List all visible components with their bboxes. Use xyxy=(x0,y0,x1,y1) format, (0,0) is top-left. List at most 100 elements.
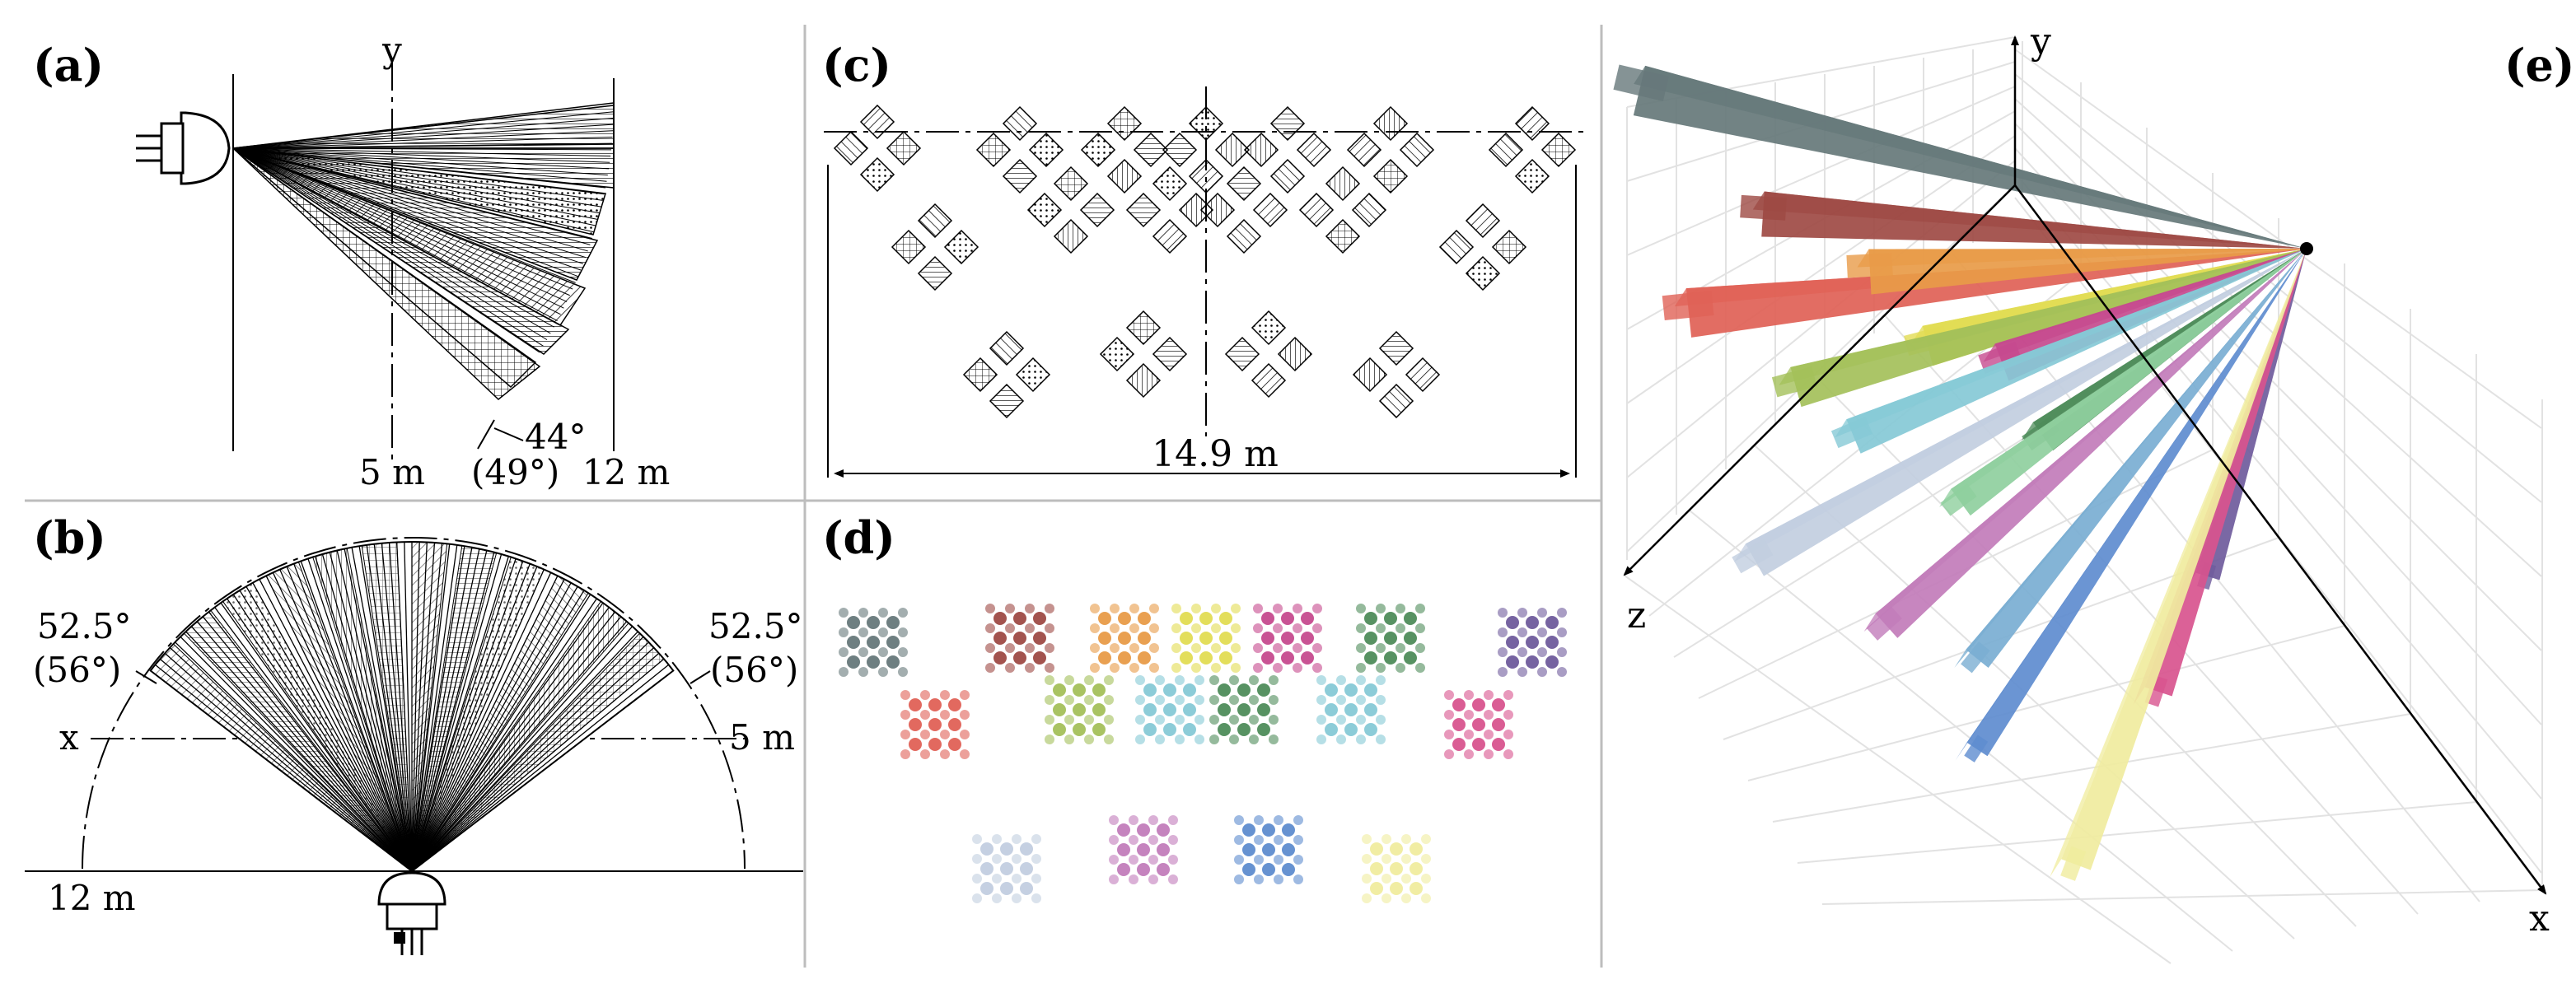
d-zone-dot xyxy=(1526,636,1539,649)
d-zone-dot xyxy=(928,718,942,731)
b-fan-ray xyxy=(411,579,565,872)
d-zone-dot xyxy=(1384,612,1397,625)
d-zone-dot xyxy=(1316,735,1326,744)
e-beam-end xyxy=(1740,194,1787,221)
d-zone-dot xyxy=(1098,612,1111,625)
d-zone-dot xyxy=(1557,608,1567,618)
d-zone-dot xyxy=(1249,735,1259,744)
d-zone-dot xyxy=(1249,675,1259,685)
e-beam-side xyxy=(1857,249,2307,268)
b-detection-fan xyxy=(149,540,675,873)
d-zone-dot xyxy=(909,738,922,751)
d-zone-dot xyxy=(1045,715,1054,725)
d-zone-dot xyxy=(1557,667,1567,677)
d-zone-dot xyxy=(1376,643,1386,653)
d-zone-dot xyxy=(1452,718,1466,731)
c-zone-diamond xyxy=(1053,166,1089,202)
e-beam-end xyxy=(1662,291,1714,321)
d-zone-dot xyxy=(1053,703,1066,716)
d-zone-dot xyxy=(1362,893,1372,903)
d-zone-dot xyxy=(1129,623,1139,633)
d-zone-dot xyxy=(1492,698,1505,711)
c-zone-diamond xyxy=(1125,362,1162,399)
d-zone-dot xyxy=(1090,663,1100,673)
d-zone-dot xyxy=(1135,715,1145,725)
d-zone-dot xyxy=(1012,893,1022,903)
d-zone-dot xyxy=(1183,683,1196,697)
d-zone-dot xyxy=(1545,616,1559,629)
d-zone-dot xyxy=(1376,715,1386,725)
d-zone-dot xyxy=(985,663,995,673)
a-fan-ray xyxy=(232,147,601,208)
d-zone-dot xyxy=(1219,651,1232,665)
d-zone-dot xyxy=(1269,735,1279,744)
d-zone-dot xyxy=(1356,675,1366,685)
b-fan-ray xyxy=(159,658,413,872)
b-fan-ray xyxy=(411,658,665,872)
d-zone-dot xyxy=(1090,643,1100,653)
d-zone-dot xyxy=(1484,730,1494,739)
d-zone-dot xyxy=(1396,623,1405,633)
d-zone-dot xyxy=(1025,663,1035,673)
d-zone-dot xyxy=(1157,863,1170,876)
e-beam-side xyxy=(2021,249,2307,441)
c-zone-diamond xyxy=(1399,132,1435,168)
d-zone-dot xyxy=(1484,690,1494,700)
d-zone-dot xyxy=(1104,715,1114,725)
d-zone-dot xyxy=(1129,855,1138,865)
d-zone-dot xyxy=(847,636,860,649)
d-zone-dot xyxy=(1000,862,1013,875)
d-zone-dot xyxy=(992,854,1002,864)
d-zone-dot xyxy=(1129,663,1139,673)
d-zone-dot xyxy=(1117,843,1130,856)
d-zone-dot xyxy=(972,874,982,884)
b-fan-ray xyxy=(300,561,413,872)
b-fan-ray xyxy=(315,556,413,872)
d-zone-dot xyxy=(1262,863,1275,876)
d-zone-dot xyxy=(1229,675,1239,685)
e-beam xyxy=(1745,249,2307,576)
b-fan-ray xyxy=(411,647,655,872)
d-zone-dot xyxy=(1171,604,1181,613)
d-zone-dot xyxy=(1293,855,1303,865)
d-zone-dot xyxy=(985,604,995,613)
d-zone-dot xyxy=(1084,715,1094,725)
d-zone-dot xyxy=(1274,835,1283,845)
b-fan-ray xyxy=(286,566,413,872)
d-zone-dot xyxy=(992,874,1002,884)
d-zone-dot xyxy=(940,690,950,700)
e-beam-side xyxy=(1863,249,2307,632)
d-zone-dot xyxy=(1401,893,1411,903)
d-zone-dot xyxy=(948,718,961,731)
d-zone-dot xyxy=(1464,710,1474,720)
e-beam xyxy=(2061,249,2307,870)
e-grid-line xyxy=(1626,135,2016,404)
b-angle-left-alt-label: (56°) xyxy=(33,650,121,690)
c-zone-diamond xyxy=(1325,218,1361,254)
d-zone-dot xyxy=(1138,651,1151,665)
a-fan-ray xyxy=(232,147,573,290)
d-zone-dot xyxy=(1143,703,1157,716)
d-zone-dot xyxy=(1231,623,1241,633)
c-zone-diamond xyxy=(1372,105,1409,142)
c-zone-diamond xyxy=(975,132,1012,168)
d-zone-dot xyxy=(1257,723,1270,736)
d-zone-dot xyxy=(1155,695,1165,705)
c-zone-diamond xyxy=(1002,105,1038,142)
e-beam-side xyxy=(1634,65,2307,249)
b-fan-ray xyxy=(373,543,413,872)
c-zone-diamond xyxy=(1224,336,1260,372)
d-zone-dot xyxy=(1148,874,1158,884)
d-zone-dot xyxy=(1053,683,1066,697)
b-fan-ray xyxy=(307,558,413,872)
a-fan-ray xyxy=(232,147,603,201)
e-z-axis-label: z xyxy=(1627,595,1646,637)
d-zone-dot xyxy=(1370,862,1383,875)
d-zone-dot xyxy=(1282,823,1295,837)
panel-dividers xyxy=(25,25,1603,968)
d-zone-dot xyxy=(1020,862,1033,875)
d-zone-dot xyxy=(1211,623,1221,633)
d-zone-dot xyxy=(980,882,993,895)
e-beam-end xyxy=(2060,846,2087,881)
d-zone-dot xyxy=(1031,893,1041,903)
